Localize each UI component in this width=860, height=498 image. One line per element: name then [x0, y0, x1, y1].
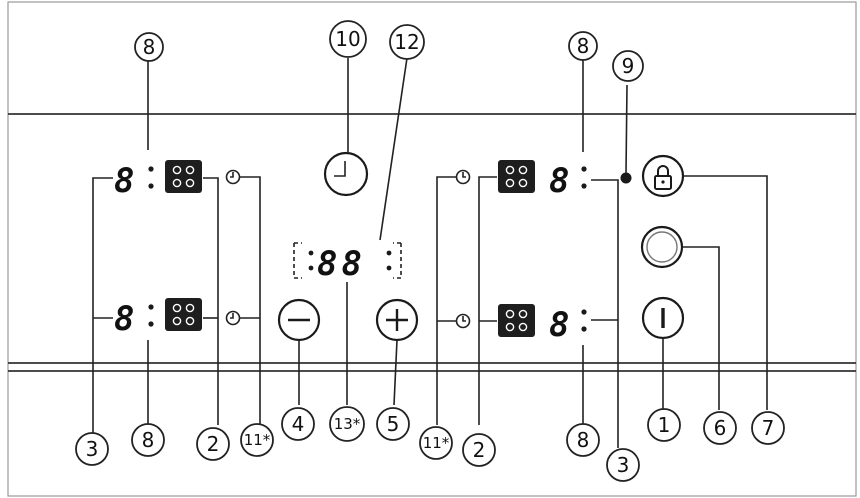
callout-7: 7 — [751, 411, 785, 445]
cooking-zone-icon[interactable] — [498, 160, 535, 193]
plus-icon[interactable] — [375, 298, 419, 342]
svg-text:9: 9 — [622, 54, 635, 78]
callout-10: 10 — [329, 20, 367, 58]
indicator-light — [620, 172, 632, 184]
callout-4: 4 — [281, 407, 315, 441]
decimal-dot — [148, 166, 154, 172]
leader-lines-center — [298, 282, 398, 406]
timer-clock-icon[interactable] — [323, 151, 369, 197]
zone-display-top-left: 8 — [114, 161, 134, 201]
zone-display-bottom-left: 8 — [114, 299, 134, 339]
clock-icon[interactable] — [225, 310, 241, 326]
leader-lines-left — [92, 60, 261, 452]
decimal-dot — [581, 166, 587, 172]
callout-2: 2 — [196, 427, 230, 461]
svg-text:3: 3 — [86, 437, 99, 461]
decimal-dot — [581, 309, 587, 315]
blank-round-key-icon[interactable] — [640, 225, 684, 269]
timer-display: 88 — [293, 242, 402, 284]
svg-text:12: 12 — [394, 30, 419, 54]
callout-8: 8 — [566, 423, 600, 457]
callout-8: 8 — [134, 32, 164, 62]
callout-13: 13* — [329, 406, 365, 442]
callout-11: 11* — [419, 426, 453, 460]
svg-text:11*: 11* — [423, 434, 450, 452]
svg-text:6: 6 — [714, 416, 727, 440]
callout-5: 5 — [376, 407, 410, 441]
cooking-zone-icon[interactable] — [165, 298, 202, 331]
callout-11: 11* — [240, 423, 274, 457]
svg-text:5: 5 — [387, 412, 400, 436]
cooking-zone-icon[interactable] — [165, 160, 202, 193]
zone-display-bottom-right: 8 — [549, 305, 569, 345]
callout-6: 6 — [703, 411, 737, 445]
clock-icon[interactable] — [455, 169, 471, 185]
decimal-dot — [148, 321, 154, 327]
decimal-dot — [148, 304, 154, 310]
callout-9: 9 — [612, 50, 644, 82]
svg-text:8: 8 — [142, 428, 155, 452]
callout-8: 8 — [568, 31, 598, 61]
leader-line-12 — [379, 57, 408, 241]
svg-text:13*: 13* — [334, 415, 361, 433]
decimal-dot — [581, 326, 587, 332]
callout-8: 8 — [131, 423, 165, 457]
svg-text:4: 4 — [292, 412, 305, 436]
svg-text:8: 8 — [577, 34, 590, 58]
svg-text:8: 8 — [143, 35, 156, 59]
callout-12: 12 — [389, 24, 425, 60]
svg-text:8: 8 — [577, 428, 590, 452]
svg-text:7: 7 — [762, 416, 775, 440]
svg-text:1: 1 — [658, 413, 671, 437]
decimal-dot — [581, 183, 587, 189]
svg-text:10: 10 — [335, 27, 360, 51]
callout-3: 3 — [75, 432, 109, 466]
clock-icon[interactable] — [225, 169, 241, 185]
leader-lines-right — [436, 60, 768, 448]
callout-1: 1 — [647, 408, 681, 442]
zone-display-top-right: 8 — [549, 161, 569, 201]
cooking-zone-icon[interactable] — [498, 304, 535, 337]
callout-3: 3 — [606, 448, 640, 482]
clock-icon[interactable] — [455, 313, 471, 329]
lock-icon[interactable] — [641, 154, 685, 198]
svg-text:3: 3 — [617, 453, 630, 477]
minus-icon[interactable] — [277, 298, 321, 342]
diagram-frame — [7, 1, 857, 497]
svg-text:2: 2 — [207, 432, 220, 456]
svg-text:2: 2 — [473, 438, 486, 462]
decimal-dot — [148, 183, 154, 189]
timer-digits: 88 — [317, 244, 366, 284]
callout-2: 2 — [462, 433, 496, 467]
power-icon[interactable] — [641, 296, 685, 340]
svg-text:11*: 11* — [244, 431, 271, 449]
